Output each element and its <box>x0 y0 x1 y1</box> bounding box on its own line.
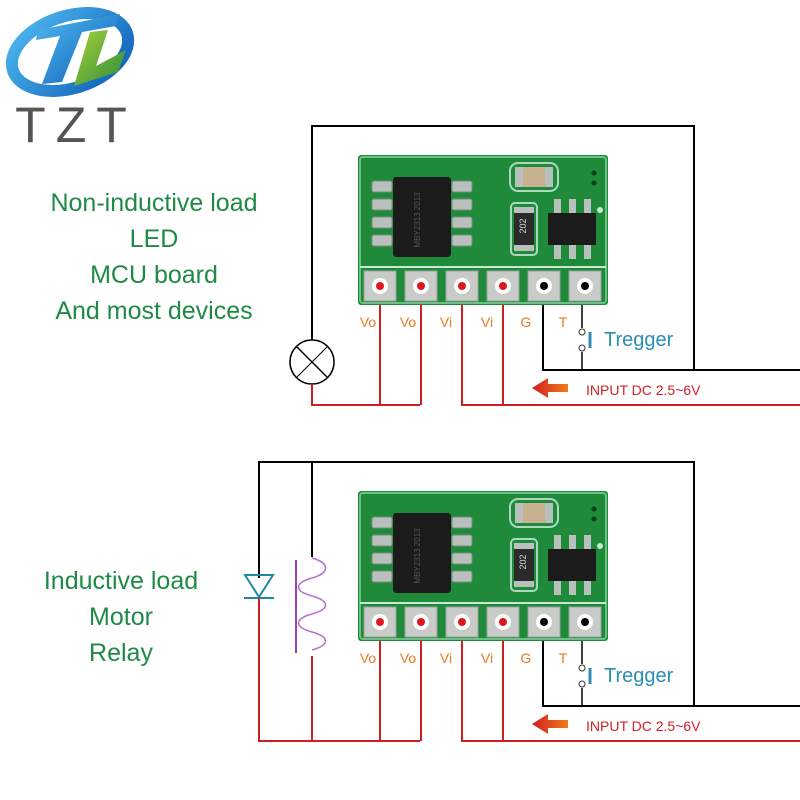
top-load-black-wire <box>311 125 695 370</box>
top-load-line-1: Non-inductive load <box>50 189 257 217</box>
logo-ring-blue <box>5 7 135 97</box>
top-pin-label-t: T <box>559 314 568 330</box>
logo-text: TZT <box>15 97 137 153</box>
logo-z-green <box>74 30 126 86</box>
top-load-line-4: And most devices <box>55 297 252 325</box>
bottom-pin-label-vi1: Vi <box>440 650 452 666</box>
top-trigger-label: Tregger <box>604 329 674 351</box>
bottom-load-line-2: Motor <box>89 603 153 631</box>
bottom-chip-main-label: MBY2313 2013 <box>413 528 422 584</box>
top-pin-label-vi1: Vi <box>440 314 452 330</box>
top-pin-label-g: G <box>521 314 532 330</box>
bottom-load-black-wire <box>258 461 695 706</box>
top-circuit: Tregger INPUT DC 2.5~6V MBY2313 2013 202… <box>50 125 800 406</box>
bottom-resistor-label: 202 <box>518 554 528 569</box>
bottom-input-label: INPUT DC 2.5~6V <box>586 718 701 734</box>
top-pin-label-vo1: Vo <box>360 314 377 330</box>
bottom-input-red-wire <box>461 628 800 742</box>
top-input-label: INPUT DC 2.5~6V <box>586 382 701 398</box>
bottom-output-red-wire <box>258 598 420 742</box>
tzt-logo: TZT <box>5 7 137 153</box>
top-load-line-2: LED <box>130 225 179 253</box>
trigger-switch-icon <box>578 328 592 352</box>
bottom-pin-label-g: G <box>521 650 532 666</box>
bottom-trigger-label: Tregger <box>604 665 674 687</box>
logo-t-blue <box>36 14 120 84</box>
bottom-input-arrow-icon <box>532 714 568 734</box>
bottom-circuit: Tregger INPUT DC 2.5~6V MBY2313 2013 202… <box>44 461 800 742</box>
top-pcb-module <box>357 154 609 306</box>
bottom-pin-label-vo2: Vo <box>400 650 417 666</box>
bottom-ground-black-wire <box>542 628 800 707</box>
top-pin-label-vo2: Vo <box>400 314 417 330</box>
top-output-red-wire <box>311 384 420 406</box>
relay-coil-icon <box>295 557 327 653</box>
top-pin-label-vi2: Vi <box>481 314 493 330</box>
bottom-load-line-3: Relay <box>89 639 153 667</box>
bottom-pin-label-vi2: Vi <box>481 650 493 666</box>
bottom-pcb-module <box>357 490 609 642</box>
bottom-trigger-switch-icon <box>578 664 592 688</box>
bottom-pin-label-vo1: Vo <box>360 650 377 666</box>
top-resistor-label: 202 <box>518 218 528 233</box>
top-ground-black-wire <box>542 292 800 371</box>
top-chip-main-label: MBY2313 2013 <box>413 192 422 248</box>
top-load-line-3: MCU board <box>90 261 218 289</box>
top-input-red-wire <box>461 292 800 406</box>
top-input-arrow-icon <box>532 378 568 398</box>
bottom-pin-label-t: T <box>559 650 568 666</box>
lamp-icon <box>289 339 335 385</box>
diode-icon <box>243 574 275 599</box>
bottom-load-line-1: Inductive load <box>44 567 198 595</box>
